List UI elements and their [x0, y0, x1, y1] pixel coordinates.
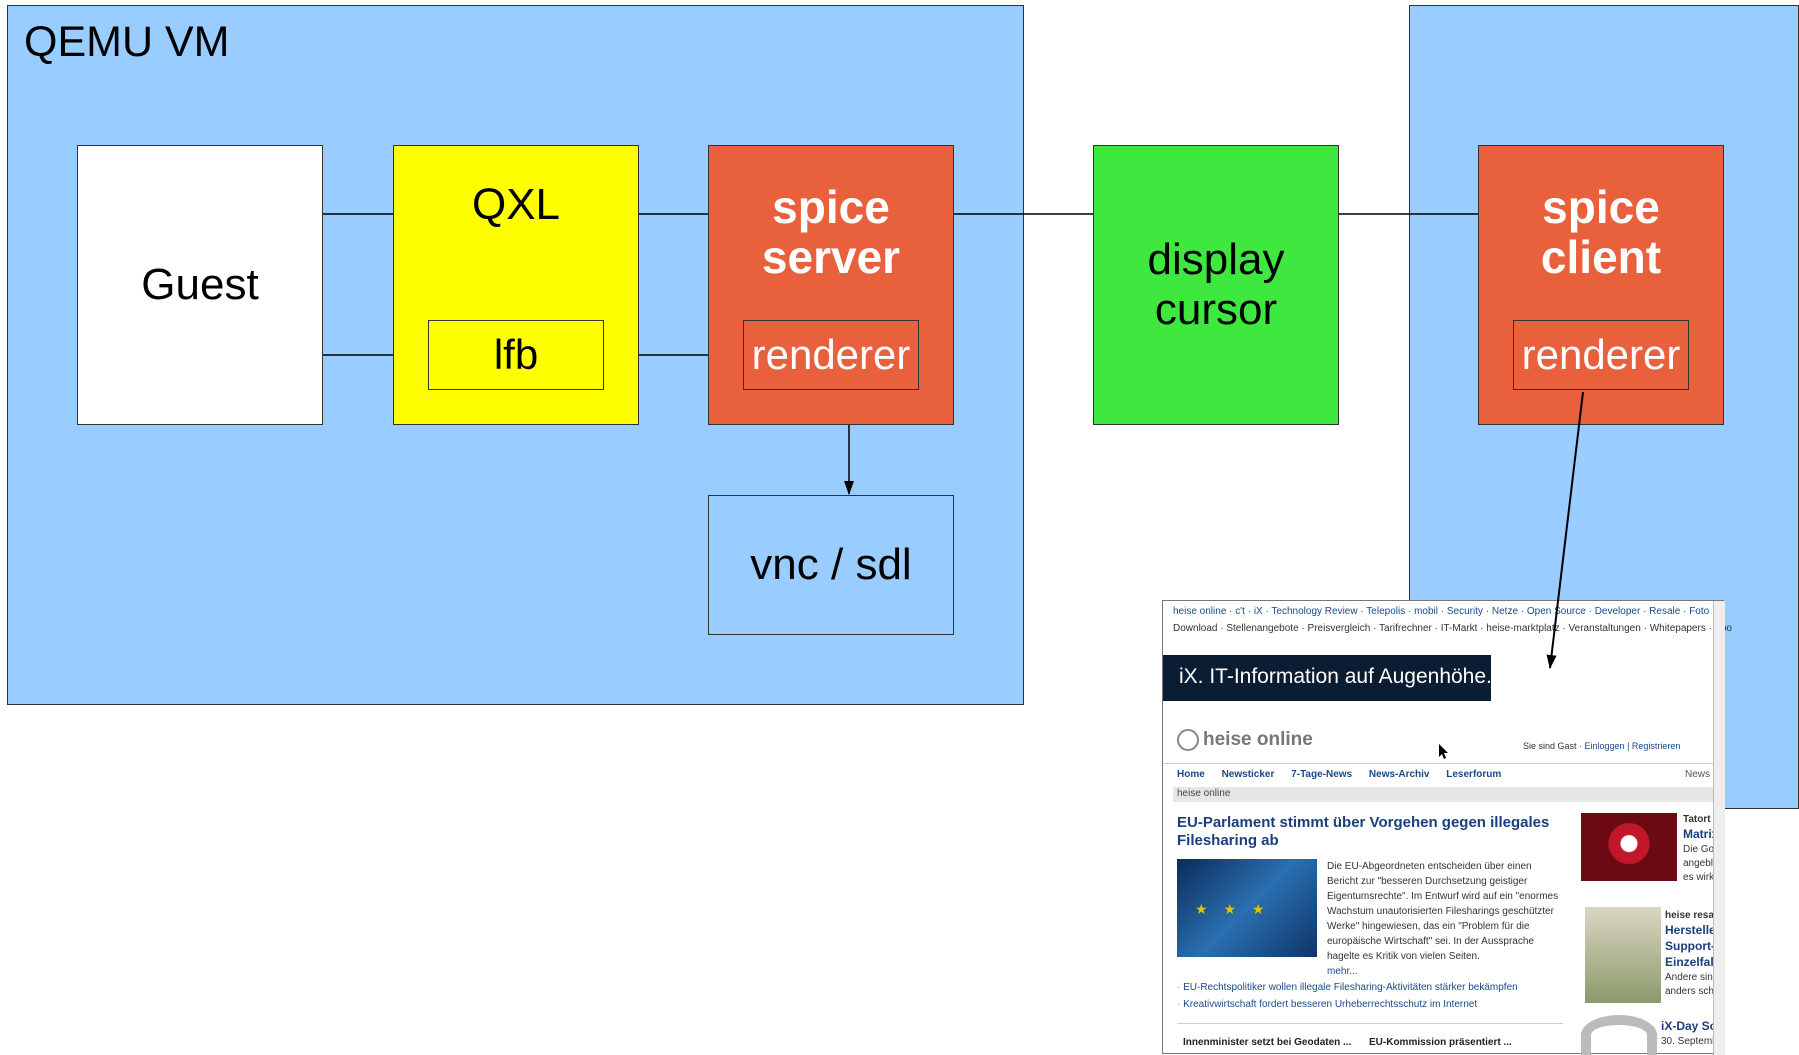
screenshot-side-item-2: heise resale Hersteller Support-( Einzel… [1665, 909, 1722, 999]
screenshot-logo-text: heise online [1203, 729, 1313, 751]
screenshot-thumb-badge [1581, 1015, 1657, 1055]
side2-label: heise resale [1665, 910, 1723, 921]
screenshot-lower-right: EU-Kommission präsentiert ... [1369, 1037, 1512, 1048]
screenshot-related-link: Kreativwirtschaft fordert besseren Urheb… [1177, 996, 1518, 1013]
side2-title: Einzelfall [1665, 955, 1718, 969]
screenshot-menu-item: Leserforum [1446, 769, 1502, 780]
screenshot-menu-item: Newsticker [1221, 769, 1275, 780]
screenshot-divider [1177, 1023, 1563, 1024]
side3-text: 30. Septemb [1661, 1036, 1718, 1047]
screenshot-scrollbar[interactable] [1713, 601, 1725, 1055]
screenshot-login: Sie sind Gast · Einloggen | Registrieren [1523, 741, 1680, 751]
guest-box: Guest [77, 145, 323, 425]
screenshot-menu: Home Newsticker 7-Tage-News News-Archiv … [1163, 763, 1725, 787]
spice-client-label: spice client [1540, 181, 1662, 283]
vnc-sdl-box: vnc / sdl [708, 495, 954, 635]
screenshot-login-links: Einloggen | Registrieren [1584, 741, 1681, 751]
side2-title: Hersteller [1665, 923, 1721, 937]
server-renderer-label: renderer [751, 331, 911, 378]
server-renderer-box: renderer [743, 320, 919, 390]
side1-text: es wirk [1683, 872, 1715, 883]
browser-screenshot: heise online · c't · iX · Technology Rev… [1162, 600, 1732, 1055]
display-cursor-label: display cursor [1147, 235, 1285, 334]
screenshot-side-item-1: Tatort Matrix Die Go angebl es wirk [1683, 813, 1718, 885]
screenshot-menu-right: News [1685, 769, 1711, 780]
side3-title: iX-Day Sol [1661, 1019, 1721, 1033]
side2-text: Andere sind [1665, 972, 1719, 983]
screenshot-menu-item: Home [1177, 769, 1205, 780]
lfb-box: lfb [428, 320, 604, 390]
screenshot-article-photo [1177, 859, 1317, 957]
screenshot-headline: EU-Parlament stimmt über Vorgehen gegen … [1177, 814, 1550, 849]
qemu-vm-title: QEMU VM [24, 18, 230, 66]
screenshot-menu-item: News-Archiv [1368, 769, 1430, 780]
screenshot-nav-second: Download · Stellenangebote · Preisvergle… [1173, 623, 1732, 634]
screenshot-thumb-eye [1581, 813, 1677, 881]
client-renderer-label: renderer [1521, 331, 1681, 378]
screenshot-nav-top: heise online · c't · iX · Technology Rev… [1173, 606, 1710, 617]
guest-label: Guest [141, 260, 259, 309]
side1-text: Die Go [1683, 844, 1715, 855]
vnc-sdl-label: vnc / sdl [750, 540, 912, 589]
client-renderer-box: renderer [1513, 320, 1689, 390]
screenshot-ad-banner: iX. IT-Information auf Augenhöhe. [1163, 655, 1492, 701]
side2-text: anders schle [1665, 986, 1722, 997]
side2-title: Support-( [1665, 939, 1719, 953]
screenshot-login-prefix: Sie sind Gast · [1523, 741, 1585, 751]
screenshot-thumb-person [1585, 907, 1661, 1003]
heise-logo-icon [1177, 729, 1199, 751]
screenshot-side-item-3: iX-Day Sol 30. Septemb [1661, 1019, 1720, 1049]
screenshot-menu-item: 7-Tage-News [1291, 769, 1353, 780]
spice-server-label: spice server [761, 181, 901, 283]
display-cursor-box: display cursor [1093, 145, 1339, 425]
screenshot-breadcrumb: heise online [1173, 787, 1725, 802]
screenshot-logo: heise online [1177, 729, 1313, 751]
side1-label: Tatort [1683, 814, 1711, 825]
screenshot-teaser-text: Die EU-Abgeordneten entscheiden über ein… [1327, 861, 1559, 962]
screenshot-lower-left: Innenminister setzt bei Geodaten ... [1183, 1037, 1352, 1048]
side1-text: angebl [1683, 858, 1714, 869]
qxl-label: QXL [471, 180, 561, 229]
screenshot-related-link: EU-Rechtspolitiker wollen illegale Files… [1177, 979, 1518, 996]
screenshot-teaser: Die EU-Abgeordneten entscheiden über ein… [1327, 859, 1561, 979]
screenshot-more-link: mehr... [1327, 966, 1358, 977]
screenshot-related-links: EU-Rechtspolitiker wollen illegale Files… [1177, 979, 1518, 1013]
side1-title: Matrix [1683, 827, 1719, 841]
lfb-label: lfb [493, 331, 539, 378]
